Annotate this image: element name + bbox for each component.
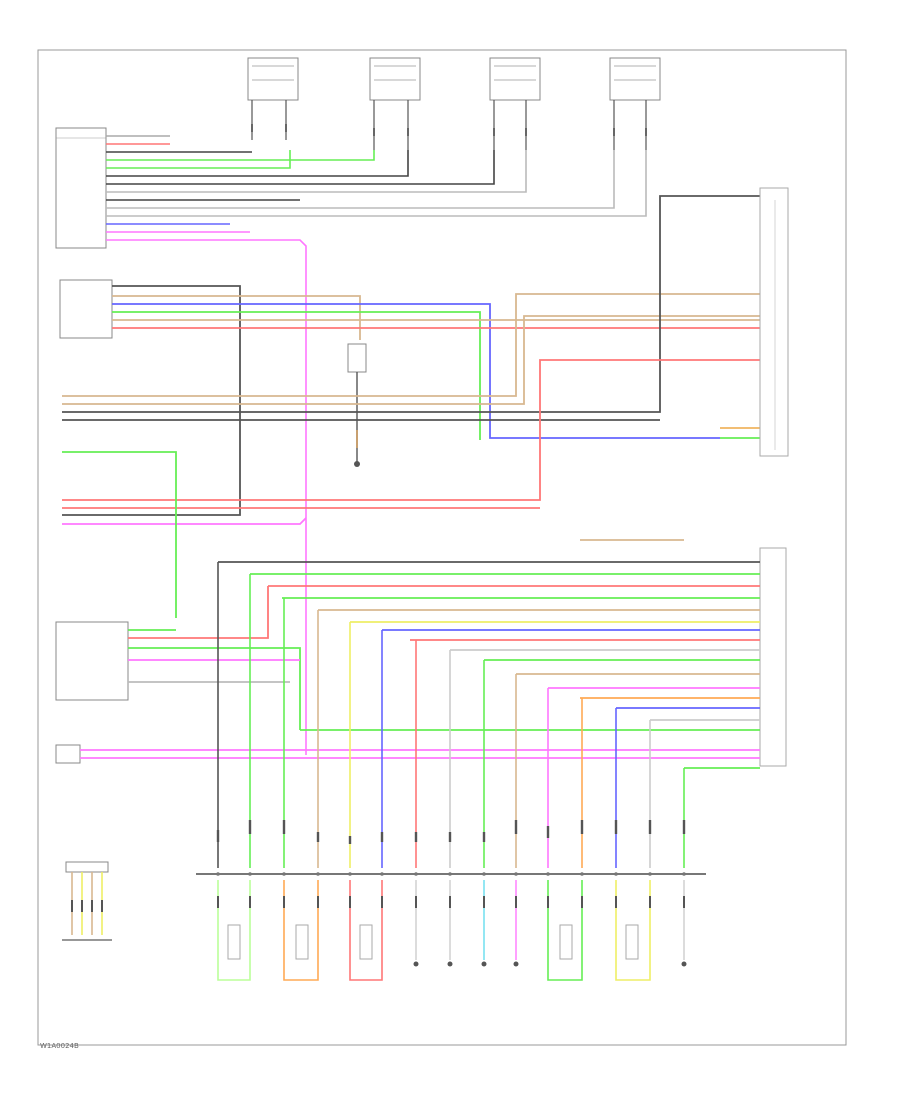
center-component [347,343,367,467]
lower-left-module [55,621,129,764]
right-connector-top [759,187,789,457]
sensor-box-4 [609,57,661,101]
left-top-module [55,127,107,249]
bottom-controller [196,872,706,981]
sensor-box-1 [247,57,299,101]
wire-bundle-right [62,195,760,618]
diagram-frame [37,49,847,1046]
wire-bundle-upper [106,135,647,755]
sensor-group-top [247,57,661,150]
footer-code: W1A0024B [40,1042,79,1050]
sensor-box-3 [489,57,541,101]
wire-bundle-lower [80,539,760,769]
vertical-markers [216,820,686,844]
vertical-drops [217,562,685,868]
left-middle-module [59,279,113,339]
sensor-box-2 [369,57,421,101]
small-connector-bottom-left [62,861,112,941]
wire-bundle-middle [62,285,760,516]
right-connector-bottom [759,547,787,767]
